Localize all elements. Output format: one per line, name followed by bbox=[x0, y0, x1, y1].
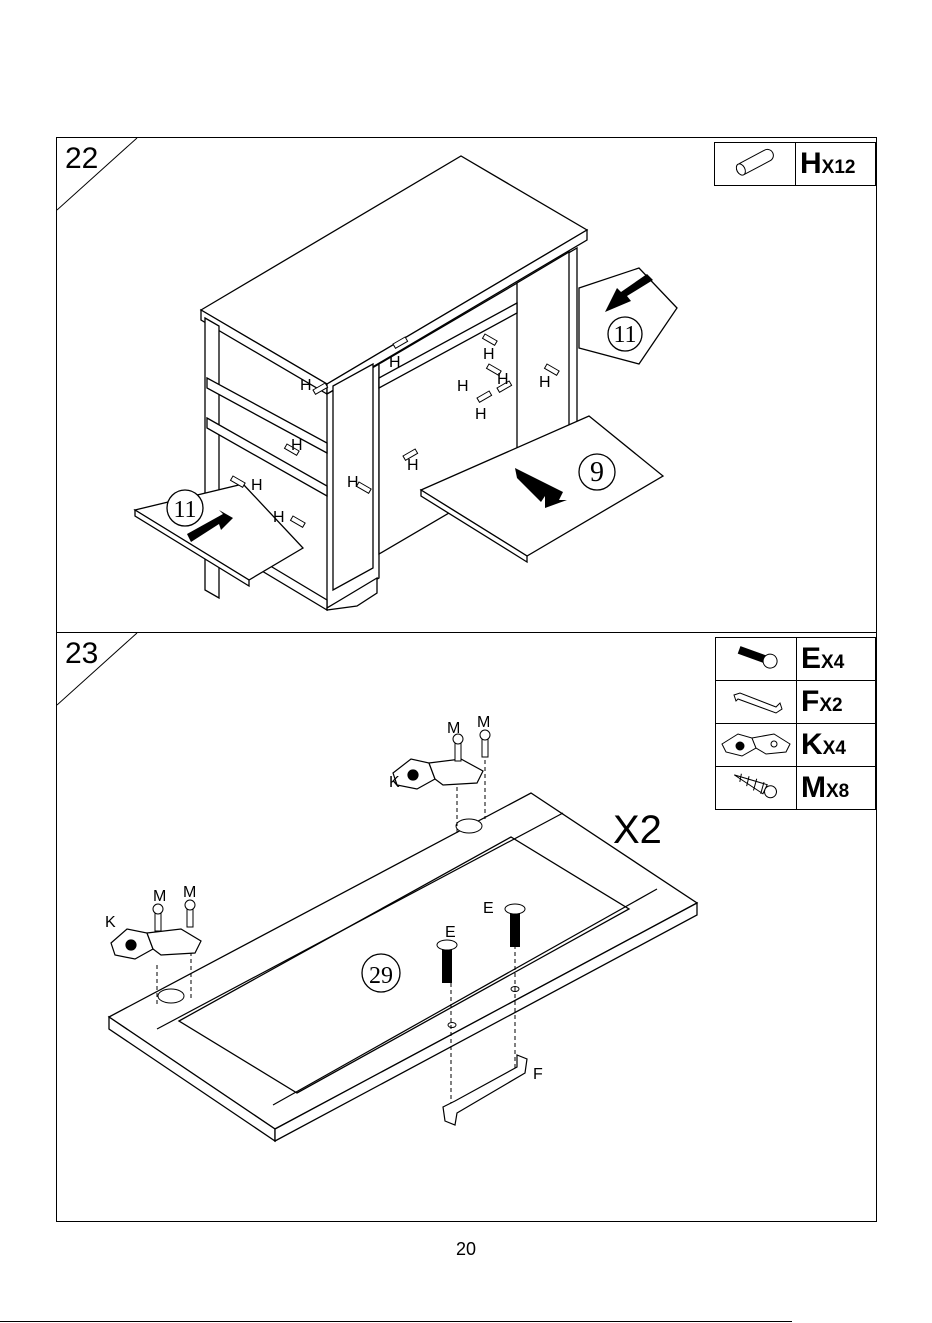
door-illustration: 29 X2 M M K M M K E E F bbox=[57, 633, 878, 1223]
part-label-h: H bbox=[273, 509, 285, 526]
callout-9: 9 bbox=[590, 457, 604, 488]
part-label-e: E bbox=[483, 900, 494, 917]
part-label-m: M bbox=[447, 720, 460, 737]
part-label-h: H bbox=[457, 378, 469, 395]
part-label-h: H bbox=[483, 346, 495, 363]
step-23-panel: 23 EX4 FX2 KX4 bbox=[56, 632, 877, 1222]
multiplier-label: X2 bbox=[613, 808, 662, 852]
callout-11: 11 bbox=[173, 497, 196, 523]
part-label-h: H bbox=[497, 371, 509, 388]
part-label-h: H bbox=[407, 457, 419, 474]
part-label-k: K bbox=[389, 774, 400, 791]
part-label-h: H bbox=[475, 406, 487, 423]
part-label-h: H bbox=[300, 377, 312, 394]
part-label-h: H bbox=[389, 354, 401, 371]
part-label-h: H bbox=[347, 474, 359, 491]
part-label-f: F bbox=[533, 1066, 543, 1083]
part-label-m: M bbox=[477, 714, 490, 731]
part-label-m: M bbox=[183, 884, 196, 901]
cabinet-illustration: 11 9 11 H H H H H H H H H H bbox=[57, 138, 878, 634]
part-label-m: M bbox=[153, 888, 166, 905]
part-label-h: H bbox=[539, 374, 551, 391]
part-label-h: H bbox=[291, 437, 303, 454]
part-label-h: H bbox=[251, 477, 263, 494]
callout-29: 29 bbox=[369, 963, 393, 989]
page-number: 20 bbox=[0, 1239, 932, 1260]
callout-11: 11 bbox=[613, 322, 636, 348]
part-label-e: E bbox=[445, 924, 456, 941]
step-22-panel: 22 HX12 bbox=[56, 137, 877, 633]
part-label-k: K bbox=[105, 914, 116, 931]
footer-rule bbox=[0, 1321, 792, 1322]
